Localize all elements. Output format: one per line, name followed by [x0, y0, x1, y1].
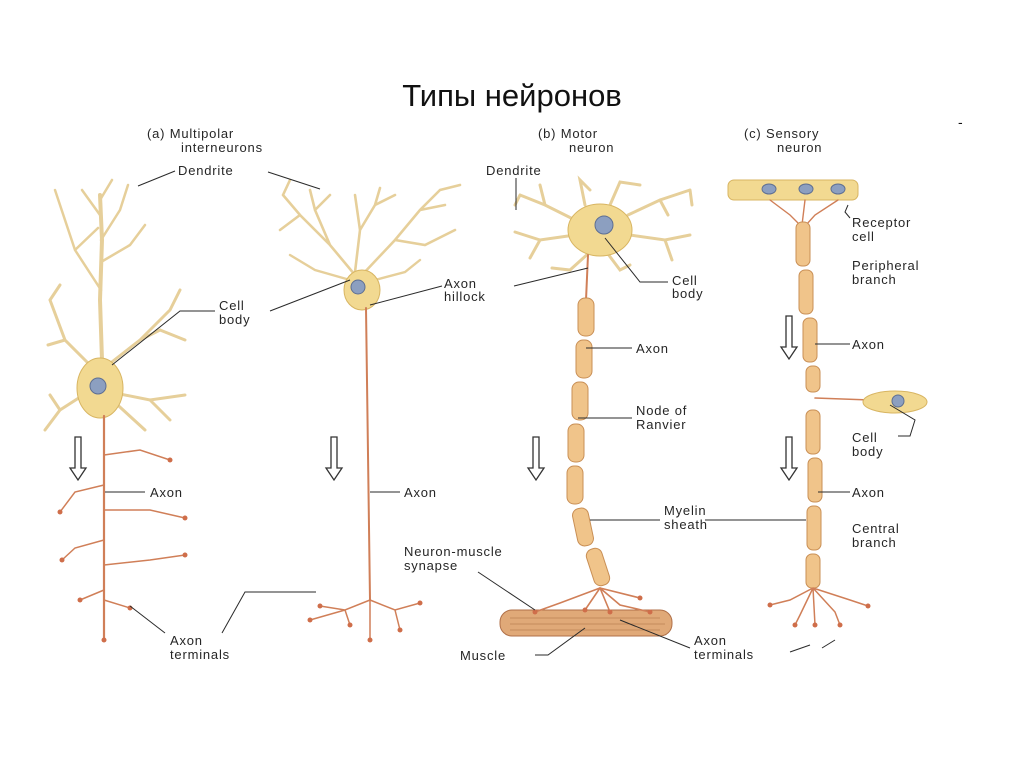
- direction-arrow-c1: [779, 315, 799, 361]
- receptor-cells: [727, 179, 859, 201]
- sensory-neuron: [727, 179, 928, 628]
- multipolar-neuron-2: [278, 178, 462, 643]
- page-title: Типы нейронов: [402, 78, 622, 113]
- nucleus-a2: [350, 279, 366, 295]
- nucleus-a1: [89, 377, 107, 395]
- axon-label-a1: Axon: [150, 485, 183, 500]
- multipolar-neuron-1: [43, 178, 188, 643]
- axon-label-c1: Axon: [852, 337, 885, 352]
- cell-body-label-a-1: Cell: [219, 298, 245, 313]
- motor-neuron: [499, 175, 694, 637]
- axon-label-a2: Axon: [404, 485, 437, 500]
- panel-a-heading-1: (a) Multipolar: [147, 126, 234, 141]
- nucleus-b: [594, 215, 614, 235]
- panel-b-heading-1: (b) Motor: [538, 126, 598, 141]
- cell-body-label-c-1: Cell: [852, 430, 878, 445]
- peripheral-branch-label-2: branch: [852, 272, 897, 287]
- panel-a-heading-2: interneurons: [181, 140, 263, 155]
- cell-body-label-c-2: body: [852, 444, 883, 459]
- direction-arrow-a1: [68, 436, 88, 482]
- axon-terminals-label-a-1: Axon: [170, 633, 203, 648]
- node-of-ranvier-label-2: Ranvier: [636, 417, 686, 432]
- cell-body-label-b-1: Cell: [672, 273, 698, 288]
- leader-lines: [105, 170, 916, 656]
- dendrite-label-a: Dendrite: [178, 163, 234, 178]
- cell-body-label-a-2: body: [219, 312, 250, 327]
- receptor-cell-label-2: cell: [852, 229, 875, 244]
- panel-c-heading-1: (c) Sensory: [744, 126, 819, 141]
- central-branch-label-1: Central: [852, 521, 900, 536]
- axon-terminals-label-b-2: terminals: [694, 647, 754, 662]
- panel-c-heading-2: neuron: [777, 140, 822, 155]
- axon-hillock-label-2: hillock: [444, 289, 486, 304]
- cell-body-label-b-2: body: [672, 286, 703, 301]
- direction-arrow-c2: [779, 436, 799, 482]
- central-branch-label-2: branch: [852, 535, 897, 550]
- axon-label-c2: Axon: [852, 485, 885, 500]
- corner-mark: -: [958, 114, 963, 130]
- axon-hillock-label-1: Axon: [444, 276, 477, 291]
- receptor-cell-label-1: Receptor: [852, 215, 911, 230]
- myelin-sheath-label-2: sheath: [664, 517, 708, 532]
- direction-arrow-a2: [324, 436, 344, 482]
- direction-arrow-b: [526, 436, 546, 482]
- axon-terminals-label-a-2: terminals: [170, 647, 230, 662]
- muscle-label: Muscle: [460, 648, 506, 663]
- node-of-ranvier-label-1: Node of: [636, 403, 687, 418]
- nucleus-c: [891, 394, 905, 408]
- dendrite-label-b: Dendrite: [486, 163, 542, 178]
- axon-terminals-label-b-1: Axon: [694, 633, 727, 648]
- peripheral-branch-label-1: Peripheral: [852, 258, 919, 273]
- panel-b-heading-2: neuron: [569, 140, 614, 155]
- neuron-muscle-synapse-label-1: Neuron-muscle: [404, 544, 503, 559]
- axon-label-b: Axon: [636, 341, 669, 356]
- muscle-fiber: [499, 609, 673, 637]
- neuron-muscle-synapse-label-2: synapse: [404, 558, 458, 573]
- myelin-sheath-label-1: Myelin: [664, 503, 706, 518]
